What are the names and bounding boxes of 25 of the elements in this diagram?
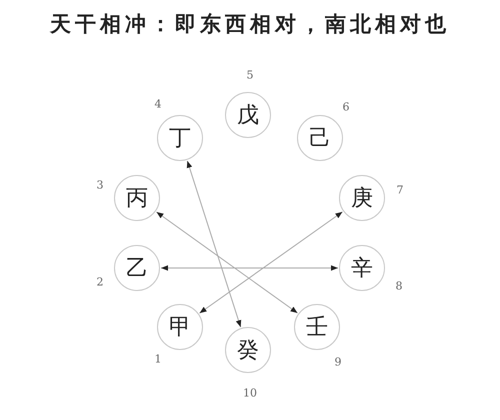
double-arrow <box>160 265 338 271</box>
character-circle: 丙 <box>114 175 160 221</box>
number-label: 8 <box>396 280 402 292</box>
number-label: 3 <box>96 178 104 192</box>
double-arrow <box>156 211 298 314</box>
number-label: 4 <box>154 98 162 110</box>
character-circle: 癸 <box>225 327 271 373</box>
number-label: 1 <box>154 352 162 366</box>
character-circle: 己 <box>297 115 343 161</box>
number-label: 2 <box>96 276 104 288</box>
double-arrow <box>199 211 343 314</box>
character-circle: 壬 <box>294 304 340 350</box>
double-arrow <box>186 160 242 328</box>
number-label: 7 <box>396 184 404 196</box>
character-circle: 辛 <box>339 245 385 291</box>
character-circle: 戊 <box>225 92 271 138</box>
number-label: 9 <box>334 356 342 368</box>
title: 天干相冲：即东西相对，南北相对也 <box>48 10 451 38</box>
character-circle: 庚 <box>339 175 385 221</box>
character-circle: 甲 <box>157 304 203 350</box>
number-label: 6 <box>342 100 350 114</box>
number-label: 10 <box>243 386 257 400</box>
character-circle: 丁 <box>157 115 203 161</box>
number-label: 5 <box>246 68 254 82</box>
character-circle: 乙 <box>114 245 160 291</box>
